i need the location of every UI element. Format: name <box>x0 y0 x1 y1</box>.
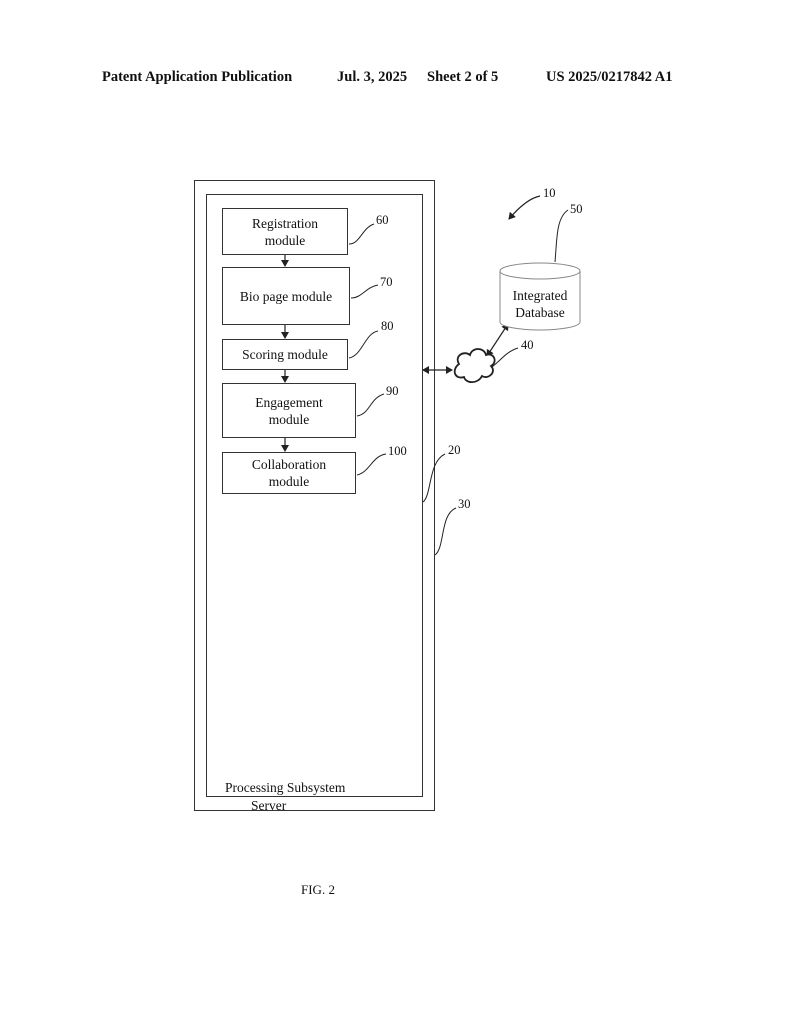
publication-label: Patent Application Publication <box>102 69 293 85</box>
leader-70 <box>350 284 379 299</box>
engagement-module-label: Engagement module <box>255 394 323 427</box>
leader-20 <box>422 453 446 503</box>
leader-50 <box>554 209 569 263</box>
leader-60 <box>348 223 375 245</box>
figure-caption: FIG. 2 <box>301 882 335 897</box>
ref-50: 50 <box>570 202 583 216</box>
ref-100: 100 <box>388 444 407 458</box>
ref-60: 60 <box>376 213 389 227</box>
leader-100 <box>356 453 387 476</box>
collaboration-module-label: Collaboration module <box>251 457 327 489</box>
processing-subsystem-label: Processing Subsystem <box>225 780 346 795</box>
ref-10: 10 <box>543 186 556 200</box>
leader-90 <box>356 393 385 417</box>
database-label: Integrated Database <box>512 288 568 320</box>
publication-date: Jul. 3, 2025 <box>337 69 408 85</box>
arrow-network-database <box>486 323 509 357</box>
ref-80: 80 <box>381 319 394 333</box>
ref-30: 30 <box>458 497 471 511</box>
server-label: Server <box>251 798 287 813</box>
collaboration-module: Collaboration module <box>222 452 356 494</box>
leader-80 <box>348 330 379 359</box>
bio-page-module: Bio page module <box>222 267 350 325</box>
database-cylinder-icon <box>499 262 581 331</box>
leader-30 <box>434 507 457 556</box>
engagement-module: Engagement module <box>222 383 356 438</box>
ref-70: 70 <box>380 275 393 289</box>
bio-page-module-label: Bio page module <box>239 288 333 304</box>
ref-90: 90 <box>386 384 399 398</box>
scoring-module: Scoring module <box>222 339 348 370</box>
ref-40: 40 <box>521 338 534 352</box>
ref-20: 20 <box>448 443 461 457</box>
scoring-module-label: Scoring module <box>242 347 328 362</box>
patent-number: US 2025/0217842 A1 <box>546 69 673 85</box>
network-cloud-icon <box>453 348 496 384</box>
sheet-number: Sheet 2 of 5 <box>427 69 499 85</box>
arrow-system-10 <box>508 195 541 220</box>
registration-module-label: Registration module <box>252 215 318 248</box>
registration-module: Registration module <box>222 208 348 255</box>
